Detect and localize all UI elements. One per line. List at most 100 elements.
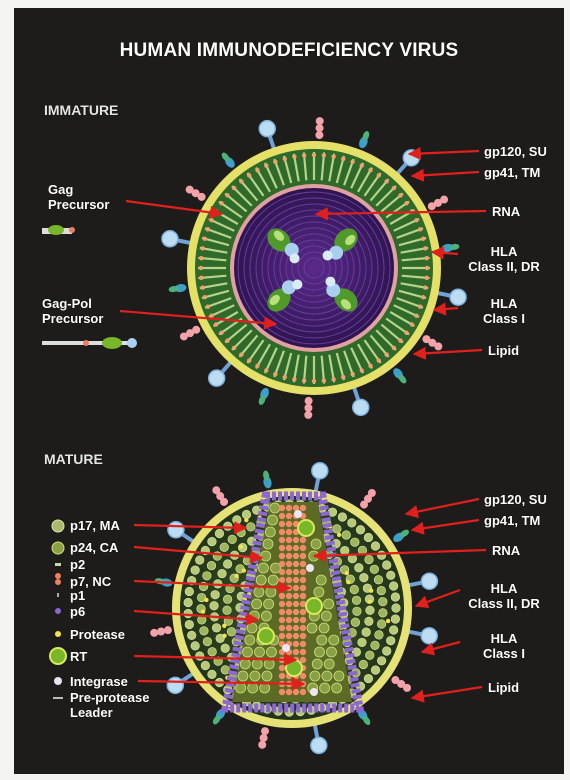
- gag-nc-bead: [421, 237, 425, 241]
- gp120-knob: [259, 121, 275, 137]
- gag-nc-bead: [239, 352, 243, 356]
- gag-nc-bead: [384, 179, 388, 183]
- protease-dot: [222, 624, 226, 628]
- p7-nc-bead: [279, 545, 285, 551]
- protease-dot: [204, 598, 208, 602]
- p7-nc-bead: [279, 553, 285, 559]
- gp120-knob: [353, 399, 369, 415]
- label-lipid: Lipid: [488, 343, 519, 358]
- hla-class-i-bead: [186, 186, 194, 194]
- p7-nc-bead: [293, 617, 299, 623]
- p17-matrix-protein: [220, 543, 229, 552]
- gag-nc-bead: [273, 372, 277, 376]
- gag-nc-bead: [273, 160, 277, 164]
- protease-dot: [337, 533, 341, 537]
- p24-capsid-protein: [238, 671, 248, 681]
- integrase-enzyme: [310, 688, 318, 696]
- rt-enzyme: [298, 520, 314, 536]
- p24-capsid-protein: [240, 659, 250, 669]
- gp120-knob: [162, 231, 178, 247]
- p17-matrix-protein: [364, 674, 373, 683]
- p24-capsid-protein: [265, 527, 275, 537]
- p7-nc-bead: [286, 537, 292, 543]
- gag-nc-bead: [292, 155, 296, 159]
- gag-nc-bead: [302, 378, 306, 382]
- protease-symbol: [55, 631, 61, 637]
- integrase-enzyme: [306, 564, 314, 572]
- p17-matrix-protein: [355, 563, 364, 572]
- p17-matrix-protein: [365, 651, 374, 660]
- protease-dot: [386, 619, 390, 623]
- p7-nc-bead: [293, 689, 299, 695]
- arrow-gp120-mature: [406, 499, 479, 514]
- gag-nc-bead: [312, 153, 316, 157]
- hla-class-i-bead: [434, 342, 442, 350]
- p7-nc-bead: [300, 537, 306, 543]
- p24-capsid-protein: [311, 539, 321, 549]
- gag-nc-bead: [203, 237, 207, 241]
- p17-matrix-protein: [246, 523, 255, 532]
- p24-capsid-protein: [322, 671, 332, 681]
- gag-nc-bead: [264, 368, 268, 372]
- gag-nc-bead: [312, 379, 316, 383]
- p7-nc-bead: [293, 633, 299, 639]
- p17-matrix-protein: [386, 636, 395, 645]
- p7-nc-bead: [279, 529, 285, 535]
- p7-nc-bead: [286, 569, 292, 575]
- p17-matrix-protein: [382, 647, 391, 656]
- p24-capsid-protein: [261, 611, 271, 621]
- gag-nc-bead: [398, 193, 402, 197]
- hla-class-i-bead: [305, 397, 313, 405]
- p24-capsid-protein: [316, 575, 326, 585]
- gag-nc-bead: [247, 173, 251, 177]
- gag-nc-bead: [410, 322, 414, 326]
- p17-matrix-protein: [382, 561, 391, 570]
- p24-capsid-protein: [260, 683, 270, 693]
- p7-nc-bead: [293, 561, 299, 567]
- mature-virion: [150, 463, 437, 754]
- gag-nc-bead: [283, 157, 287, 161]
- p7-nc-bead: [300, 633, 306, 639]
- p17-matrix-protein: [362, 628, 371, 637]
- gag-nc-bead: [264, 163, 268, 167]
- p7-nc-bead: [286, 529, 292, 535]
- p17-matrix-protein: [221, 644, 230, 653]
- arrow-gp41: [412, 172, 479, 176]
- p7-symbol: [55, 573, 61, 585]
- legend-symbols: [50, 520, 66, 699]
- p17-matrix-protein: [208, 670, 217, 679]
- p17-matrix-protein: [328, 508, 337, 517]
- gag-nc-bead: [425, 266, 429, 270]
- p7-nc-bead: [300, 593, 306, 599]
- p17-matrix-protein: [365, 555, 374, 564]
- p7-nc-bead: [279, 513, 285, 519]
- protease-dot: [201, 609, 205, 613]
- p17-matrix-protein: [353, 607, 362, 616]
- p7-nc-bead: [300, 569, 306, 575]
- p24-capsid-protein: [334, 671, 344, 681]
- gag-nc-bead: [398, 338, 402, 342]
- gag-nc-bead: [414, 218, 418, 222]
- p17-matrix-protein: [389, 626, 398, 635]
- p7-nc-bead: [279, 569, 285, 575]
- gag-nc-bead: [423, 285, 427, 289]
- mature-label-hla-class-i: HLAClass I: [454, 631, 554, 661]
- p7-nc-bead: [286, 545, 292, 551]
- gag-nc-bead: [341, 157, 345, 161]
- hla-class-i-bead: [157, 628, 165, 636]
- gag-nc-bead: [209, 314, 213, 318]
- gag-nc-bead: [421, 295, 425, 299]
- gag-nc-bead: [418, 304, 422, 308]
- gag-nc-bead: [247, 358, 251, 362]
- p7-nc-bead: [279, 537, 285, 543]
- p17-matrix-protein: [208, 537, 217, 546]
- p7-nc-bead: [286, 625, 292, 631]
- p7-nc-bead: [300, 561, 306, 567]
- p24-capsid-protein: [245, 635, 255, 645]
- p17-matrix-protein: [185, 587, 194, 596]
- p7-nc-bead: [293, 585, 299, 591]
- p7-nc-bead: [286, 553, 292, 559]
- gag-nc-bead: [201, 285, 205, 289]
- p7-nc-bead: [300, 641, 306, 647]
- mature-label-hla-class-ii-dr: HLAClass II, DR: [454, 581, 554, 611]
